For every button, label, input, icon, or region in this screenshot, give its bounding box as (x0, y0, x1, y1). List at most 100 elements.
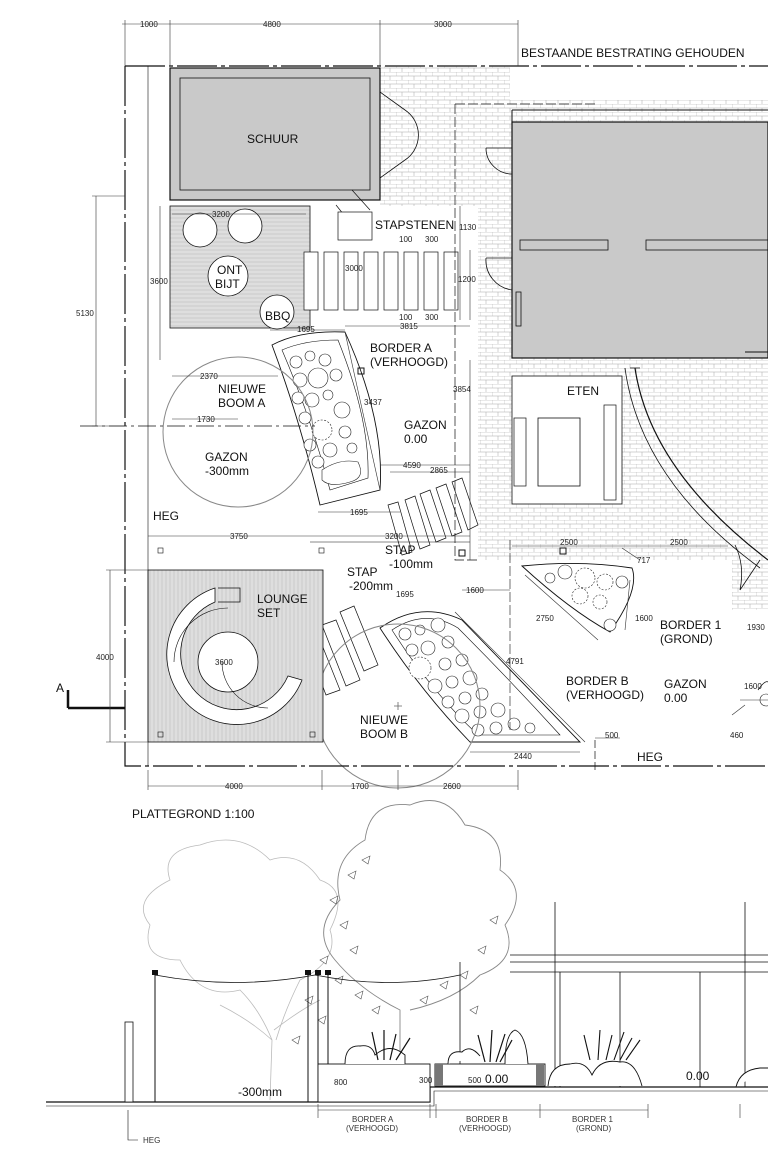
dim-100a: 100 (399, 235, 413, 244)
plot-boundary (124, 65, 768, 767)
door-swing-1 (485, 147, 513, 175)
border-a-plants (289, 350, 361, 485)
section-level-000b: 0.00 (686, 1069, 710, 1083)
hedge-post (124, 1021, 134, 1103)
dim-3000: 3000 (345, 264, 363, 273)
plan (66, 20, 768, 790)
dim-1695b: 1695 (350, 508, 368, 517)
bistro-chair-2 (227, 208, 263, 244)
dim-3854: 3854 (453, 385, 471, 394)
label-lawn-mid-2: 0.00 (404, 432, 428, 446)
border-1-plants (544, 564, 629, 632)
lounge-table (197, 631, 259, 693)
door-swing-3 (734, 544, 761, 591)
label-border-1-1: BORDER 1 (660, 618, 722, 632)
dim-top-3000: 3000 (434, 20, 452, 29)
label-step-1: STAP (385, 543, 415, 557)
label-dining: ETEN (567, 384, 599, 398)
dim-300b: 300 (425, 313, 439, 322)
dim-left-5130: 5130 (76, 309, 94, 318)
door-swing-2 (485, 257, 513, 291)
dining-bench-left (513, 417, 527, 487)
tree-b-leaves (291, 855, 499, 1045)
dim-1600c: 1600 (744, 682, 762, 691)
section-border-b-2: (VERHOOGD) (459, 1124, 511, 1133)
dim-1200: 1200 (458, 275, 476, 284)
paving-strip (380, 66, 510, 206)
label-hedge-bottom: HEG (637, 750, 663, 764)
section-border-1-2: (GROND) (576, 1124, 611, 1133)
section-tree-a (142, 839, 339, 1101)
dim-1600b: 1600 (635, 614, 653, 623)
label-stepping-stones: STAPSTENEN (375, 218, 454, 232)
dim-3815: 3815 (400, 322, 418, 331)
section-texts: -300mm 800 300 500 0.00 0.00 BORDER A (V… (143, 1069, 710, 1145)
lounge-sofa (166, 587, 303, 725)
label-breakfast-2: BIJT (215, 277, 240, 291)
dim-460: 460 (730, 731, 744, 740)
dim-2500a: 2500 (560, 538, 578, 547)
dim-bottom-2600: 2600 (443, 782, 461, 791)
dim-bottom-1700: 1700 (351, 782, 369, 791)
section-border-1-1: BORDER 1 (572, 1115, 613, 1124)
dim-2500b: 2500 (670, 538, 688, 547)
house-inner-wall-2 (645, 239, 768, 251)
label-new-tree-a-2: BOOM A (218, 396, 265, 410)
dim-4590: 4590 (403, 461, 421, 470)
dim-717: 717 (637, 556, 651, 565)
dim-4791: 4791 (506, 657, 524, 666)
dim-100b: 100 (399, 313, 413, 322)
dim-3200: 3200 (385, 532, 403, 541)
dim-1600a: 1600 (466, 586, 484, 595)
dim-2750: 2750 (536, 614, 554, 623)
dim-2370: 2370 (200, 372, 218, 381)
bbq-grill (259, 294, 295, 330)
plan-title: PLATTEGROND 1:100 (132, 807, 255, 821)
label-border-b-1: BORDER B (566, 674, 629, 688)
dim-3600: 3600 (215, 658, 233, 667)
dim-1930: 1930 (747, 623, 765, 632)
label-lawn-right-1: GAZON (664, 677, 707, 691)
dim-1730: 1730 (197, 415, 215, 424)
dim-bottom-4000: 4000 (225, 782, 243, 791)
breakfast-table (207, 255, 249, 297)
dim-top-1000: 1000 (140, 20, 158, 29)
label-border-b-2: (VERHOOGD) (566, 688, 644, 702)
label-lounge-2: SET (257, 606, 281, 620)
dim-3437: 3437 (364, 398, 382, 407)
dim-3750: 3750 (230, 532, 248, 541)
section-view (46, 800, 768, 1141)
label-breakfast-1: ONT (217, 263, 243, 277)
house-inner-wall (519, 239, 609, 251)
dimension-lines (92, 20, 768, 790)
label-step-1-level: -100mm (389, 557, 433, 571)
dim-1695a: 1695 (297, 325, 315, 334)
dim-top-4800: 4800 (263, 20, 281, 29)
plan-dimension-texts: 1000 4800 3000 5130 3600 4000 4000 1700 … (76, 20, 765, 791)
dim-300a: 300 (425, 235, 439, 244)
dim-1695c: 1695 (396, 590, 414, 599)
stepping-stones (303, 211, 459, 311)
dim-2440: 2440 (514, 752, 532, 761)
section-dim-500: 500 (468, 1076, 482, 1085)
dining-table (537, 417, 581, 487)
dim-2865: 2865 (430, 466, 448, 475)
label-lawn-a-2: -300mm (205, 464, 249, 478)
section-border-b-1: BORDER B (466, 1115, 508, 1124)
section-dim-800: 800 (334, 1078, 348, 1087)
section-border-1 (547, 1060, 643, 1087)
section-house (459, 902, 768, 1087)
shed-building (169, 67, 381, 201)
shed-door (379, 91, 419, 179)
curved-glazing (634, 367, 768, 561)
section-marker-a (66, 690, 125, 710)
dim-500: 500 (605, 731, 619, 740)
label-section-marker: A (56, 681, 64, 695)
label-lawn-right-2: 0.00 (664, 691, 688, 705)
section-level-000a: 0.00 (485, 1072, 509, 1086)
label-step-2: STAP (347, 565, 377, 579)
label-lawn-a-1: GAZON (205, 450, 248, 464)
section-level-minus300: -300mm (238, 1085, 282, 1099)
